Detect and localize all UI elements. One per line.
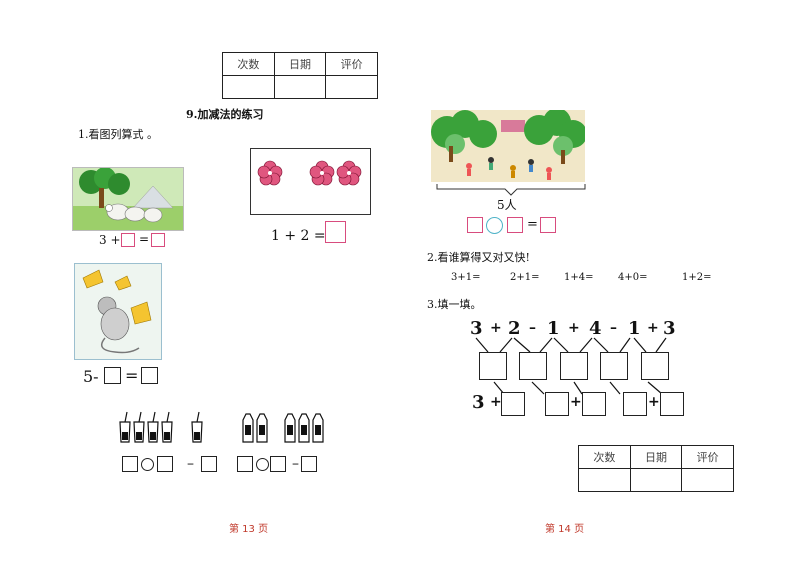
sheep-equation-term: 3 + [99,233,121,247]
bottles-box-1[interactable] [237,456,253,472]
score-header-date: 日期 [273,52,327,76]
q2-expr-2: 2+1= [510,272,540,283]
q2-expr-4: 4+0= [618,272,648,283]
cups-box-1[interactable] [122,456,138,472]
cups-box-3[interactable] [201,456,217,472]
score-header-date: 日期 [629,445,683,469]
chain-bottom-box-2[interactable] [545,392,569,416]
chain-bottom-box-1[interactable] [501,392,525,416]
mouse-equals: = [125,366,139,385]
chain-number-2: 2 [508,318,521,339]
score-table-right: 次数 日期 评价 [578,445,734,492]
people-box-2[interactable] [507,217,523,233]
chain-mid-box-4[interactable] [600,352,628,380]
bottles-box-3[interactable] [301,456,317,472]
question-1-label: 1.看图列算式 。 [78,128,158,141]
chain-bottom-box-3[interactable] [582,392,606,416]
people-box-3[interactable] [540,217,556,233]
sheep-picture [72,167,184,231]
q2-expr-5: 1+2= [682,272,712,283]
score-cell-rating[interactable] [325,75,378,99]
mouse-answer-box-2[interactable] [141,367,158,384]
sheep-equals: = [139,232,150,246]
mouse-answer-box-1[interactable] [104,367,121,384]
score-table-left: 次数 日期 评价 [222,52,378,99]
score-header-rating: 评价 [681,445,734,469]
chain-number-4: 4 [589,318,602,339]
score-header-times: 次数 [578,445,631,469]
people-operator-circle[interactable] [486,217,503,234]
cups-box-2[interactable] [157,456,173,472]
question-2-label: 2.看谁算得又对又快! [427,251,530,264]
flower-equation: 1 + 2 = [271,228,326,244]
score-cell-times[interactable] [578,468,631,492]
page-number-right: 第 14 页 [545,524,585,535]
section-title: 9.加减法的练习 [186,108,264,121]
page-number-left: 第 13 页 [229,524,269,535]
sheep-answer-box-2[interactable] [151,233,165,247]
bottles-box-2[interactable] [270,456,286,472]
sheep-answer-box-1[interactable] [121,233,135,247]
chain-mid-box-5[interactable] [641,352,669,380]
chain-mid-box-1[interactable] [479,352,507,380]
mouse-equation-term: 5- [83,367,99,386]
cups-operator-circle[interactable] [141,458,154,471]
score-cell-date[interactable] [629,468,683,492]
score-cell-date[interactable] [273,75,327,99]
bottles-picture [240,412,330,444]
score-header-times: 次数 [222,52,275,76]
q2-expr-1: 3+1= [451,272,481,283]
chain-op-3: + [568,320,580,336]
score-header-rating: 评价 [325,52,378,76]
brace-line [436,184,586,196]
chain-op-5: + [647,320,659,336]
chain-number-3: 1 [547,318,560,339]
people-equals: = [527,217,538,232]
chain-row2-start: 3 [472,392,485,413]
chain-op-4: – [610,320,617,336]
chain-bottom-box-5[interactable] [660,392,684,416]
chain-mid-box-3[interactable] [560,352,588,380]
cups-picture [118,410,210,444]
flower-picture [250,148,371,215]
bottles-operator-circle[interactable] [256,458,269,471]
flower-answer-box[interactable] [325,221,346,243]
chain-mid-box-2[interactable] [519,352,547,380]
question-3-label: 3.填一填。 [427,298,482,311]
people-count-label: 5人 [497,198,517,212]
chain-number-1: 3 [470,318,483,339]
score-cell-times[interactable] [222,75,275,99]
mouse-cheese-picture [74,263,162,360]
cups-minus: – [187,456,194,472]
people-box-1[interactable] [467,217,483,233]
bottles-minus: – [292,456,299,472]
park-picture [431,110,585,182]
chain-op-1: + [490,320,502,336]
chain-number-5: 1 [628,318,641,339]
chain-row2-op-3: + [648,394,660,410]
score-cell-rating[interactable] [681,468,734,492]
q2-expr-3: 1+4= [564,272,594,283]
chain-op-2: – [529,320,536,336]
chain-row2-op-2: + [570,394,582,410]
chain-bottom-box-4[interactable] [623,392,647,416]
chain-number-6: 3 [663,318,676,339]
chain-row2-op-1: + [490,394,502,410]
